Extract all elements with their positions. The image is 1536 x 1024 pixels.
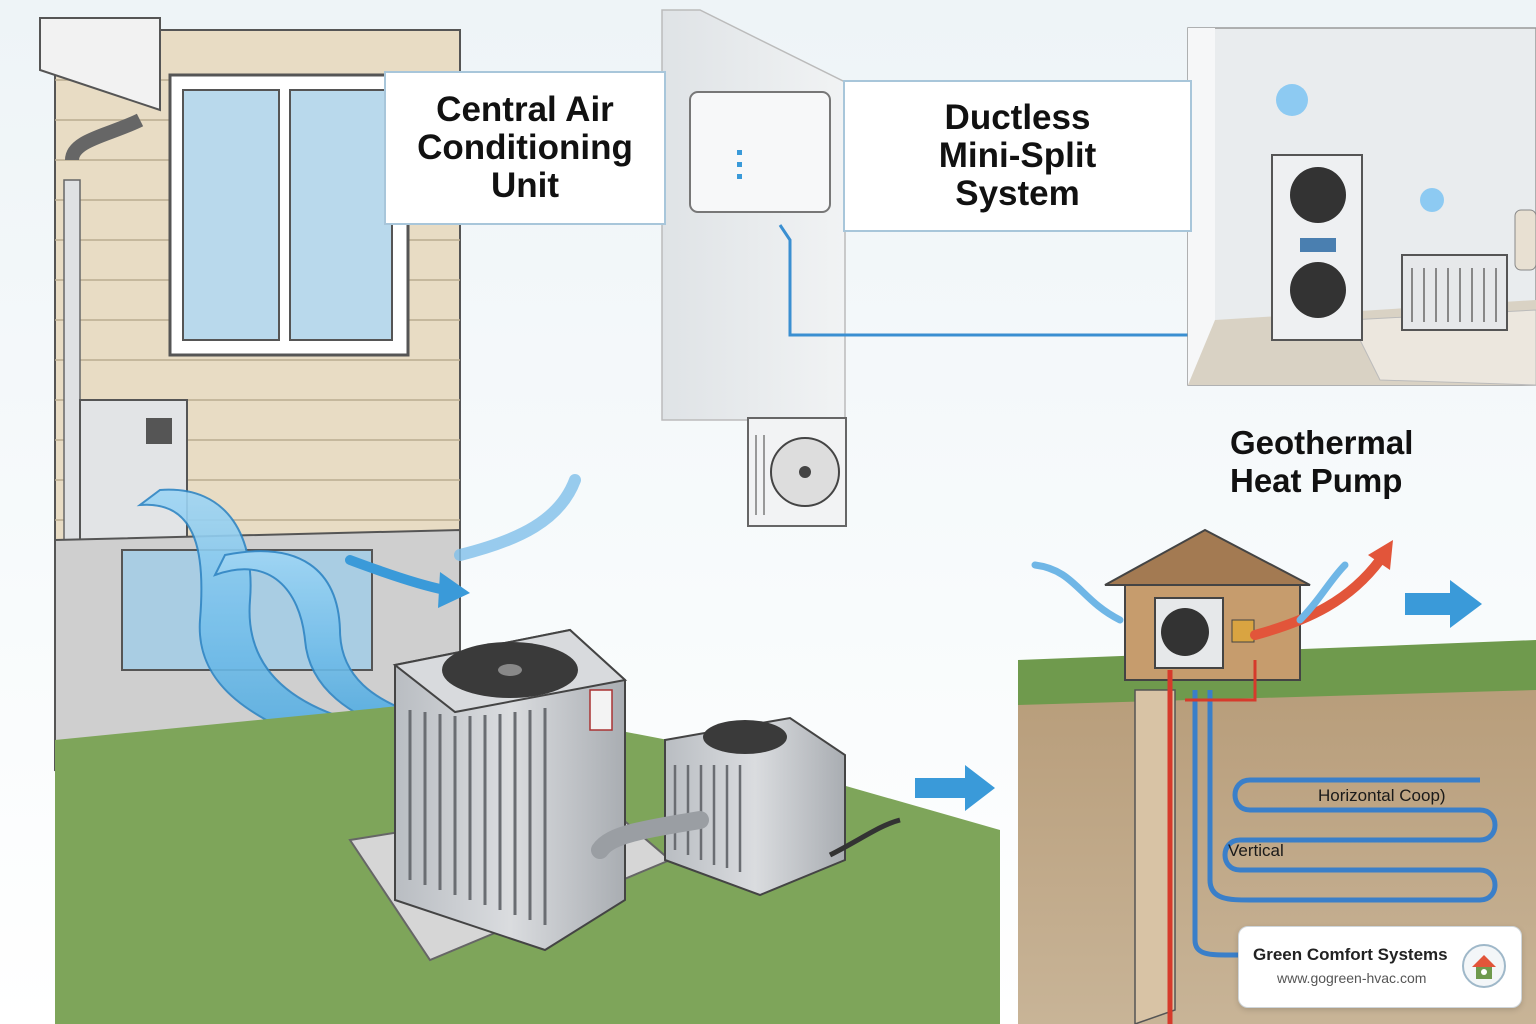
electrical-disconnect-box xyxy=(79,399,188,561)
brand-url-link[interactable]: www.gogreen-hvac.com xyxy=(1277,970,1427,986)
warm-exhaust-arrowhead xyxy=(1368,540,1393,570)
roof-eave xyxy=(39,17,161,112)
mini-split-outdoor-unit xyxy=(747,417,847,527)
ductless-label-line-2: Mini-Split xyxy=(938,136,1097,175)
interior-wall-panel xyxy=(661,9,846,421)
horizontal-loop-label: Horizontal Coop) xyxy=(1318,786,1446,805)
window xyxy=(168,73,410,357)
sofa xyxy=(1514,209,1536,271)
house-logo-icon xyxy=(1462,944,1506,988)
warm-exhaust-arrow xyxy=(1250,555,1385,640)
outflow-arrow xyxy=(1405,580,1482,628)
central-ac-label-line-1: Central Air xyxy=(436,90,614,129)
geothermal-house xyxy=(1104,528,1311,681)
secondary-condenser xyxy=(664,716,846,897)
airflow-arrow xyxy=(345,555,450,595)
room-outdoor-unit xyxy=(1401,254,1508,331)
geothermal-label-line-2: Heat Pump xyxy=(1230,462,1403,499)
airflow-arrowhead xyxy=(438,572,470,608)
central-ac-label: Central Air Conditioning Unit xyxy=(384,71,666,225)
cool-intake-arrow xyxy=(1031,561,1124,624)
airflow-swoosh xyxy=(454,474,581,561)
tall-heat-pump-unit xyxy=(1271,154,1363,341)
ductless-label-line-1: Ductless xyxy=(944,98,1091,137)
brand-card[interactable]: Green Comfort Systems www.gogreen-hvac.c… xyxy=(1238,926,1522,1008)
ground-loop-pipes xyxy=(1167,660,1498,1024)
cool-exhaust-arrow xyxy=(1296,561,1349,624)
flow-arrow-to-geothermal xyxy=(915,765,995,811)
central-ac-condenser xyxy=(392,628,628,952)
central-ac-label-line-3: Unit xyxy=(490,166,560,205)
geothermal-label-line-1: Geothermal xyxy=(1230,424,1414,461)
mini-split-indoor-unit xyxy=(689,91,831,213)
geothermal-heat-pump-label: Geothermal Heat Pump xyxy=(1230,424,1510,500)
refrigerant-pipe xyxy=(591,811,709,859)
vertical-loop-label: Vertical xyxy=(1228,841,1284,860)
ductless-mini-split-label: Ductless Mini-Split System xyxy=(843,80,1192,232)
brand-name: Green Comfort Systems xyxy=(1253,945,1448,964)
power-cable xyxy=(828,817,901,858)
central-ac-label-line-2: Conditioning xyxy=(417,128,633,167)
ductless-label-line-3: System xyxy=(955,174,1080,213)
cool-air-particles xyxy=(1276,84,1444,212)
bore-wall xyxy=(1134,689,1176,1024)
